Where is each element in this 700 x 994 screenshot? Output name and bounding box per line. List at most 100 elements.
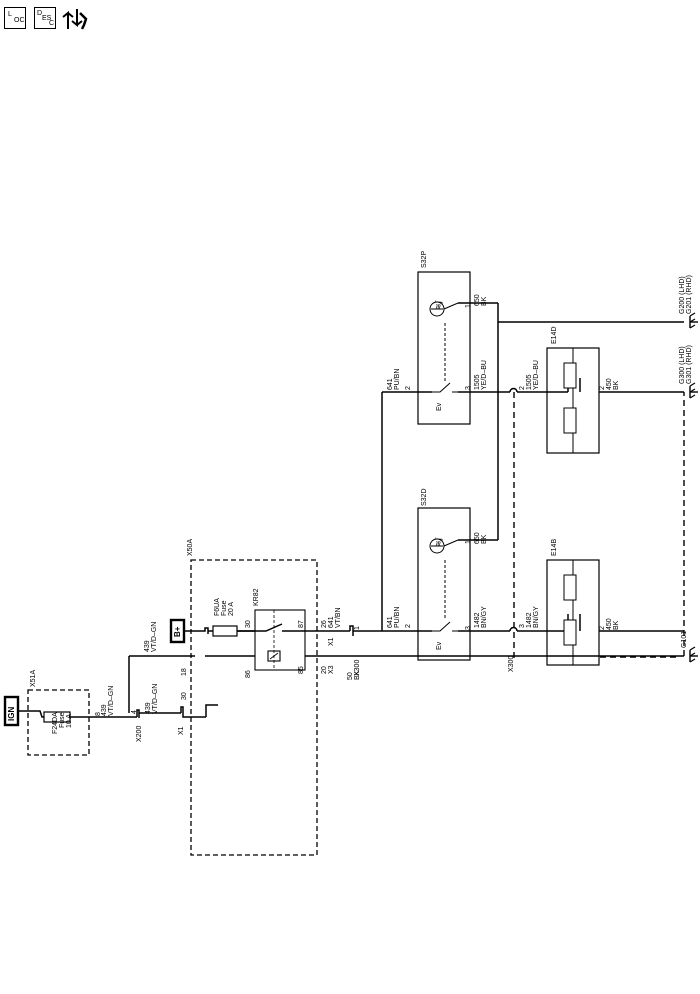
svg-text:VT/D–GN: VT/D–GN	[152, 684, 159, 714]
svg-text:641: 641	[387, 616, 394, 628]
svg-text:VT/BN: VT/BN	[335, 607, 342, 628]
svg-text:YE/D–BU: YE/D–BU	[481, 360, 488, 390]
svg-text:18: 18	[181, 668, 188, 676]
svg-text:F24DA: F24DA	[52, 712, 59, 734]
svg-text:PU/BN: PU/BN	[394, 369, 401, 390]
svg-text:1505: 1505	[474, 374, 481, 390]
svg-text:X200: X200	[136, 726, 143, 742]
svg-text:BN/GY: BN/GY	[481, 606, 488, 628]
svg-text:G101: G101	[681, 631, 688, 648]
ign-power-source: IGN	[3, 695, 20, 727]
svg-text:20: 20	[321, 666, 328, 674]
svg-text:1: 1	[465, 304, 472, 308]
svg-text:30: 30	[181, 692, 188, 700]
svg-text:X300: X300	[354, 660, 361, 676]
s32d-switch-outline	[417, 507, 471, 661]
heater-elements	[563, 348, 577, 665]
svg-text:X51A: X51A	[30, 670, 37, 687]
s32p-switch-symbol: Ev	[436, 402, 443, 411]
wires	[18, 302, 684, 718]
svg-text:439: 439	[144, 640, 151, 652]
svg-text:2: 2	[599, 626, 606, 630]
svg-text:641: 641	[387, 378, 394, 390]
svg-text:20 A: 20 A	[228, 602, 235, 616]
svg-text:G200 (LHD): G200 (LHD)	[679, 276, 686, 314]
svg-text:X300: X300	[508, 656, 515, 672]
svg-text:439: 439	[145, 702, 152, 714]
s32d-switch-symbol: Ev	[436, 641, 443, 650]
svg-text:X3: X3	[328, 665, 335, 674]
svg-text:BK: BK	[481, 296, 488, 306]
svg-text:50: 50	[347, 672, 354, 680]
svg-text:VT/D–GN: VT/D–GN	[151, 622, 158, 652]
dashed-links	[513, 392, 685, 660]
svg-text:B+: B+	[173, 626, 182, 637]
svg-text:KR82: KR82	[253, 588, 260, 606]
svg-text:G301 (RHD): G301 (RHD)	[686, 345, 693, 384]
svg-text:439: 439	[101, 704, 108, 716]
svg-text:BK: BK	[481, 534, 488, 544]
switch-contacts	[429, 301, 459, 632]
svg-text:1482: 1482	[526, 612, 533, 628]
s32p-switch-outline	[417, 271, 471, 425]
svg-text:10 A: 10 A	[66, 714, 73, 728]
svg-text:4: 4	[131, 710, 138, 714]
svg-text:BK: BK	[613, 620, 620, 630]
svg-text:E14B: E14B	[551, 539, 558, 556]
svg-text:YE/D–BU: YE/D–BU	[533, 360, 540, 390]
svg-text:26: 26	[321, 620, 328, 628]
svg-text:VT/D–GN: VT/D–GN	[108, 686, 115, 716]
svg-text:8: 8	[95, 712, 102, 716]
ground-g101	[689, 646, 699, 663]
x51a-fuse-block-outline	[27, 689, 90, 756]
svg-text:Fuse: Fuse	[221, 600, 228, 616]
svg-text:450: 450	[606, 618, 613, 630]
svg-text:BK: BK	[613, 380, 620, 390]
fuse-f24da	[43, 711, 71, 723]
svg-text:2: 2	[405, 624, 412, 628]
svg-text:G201 (RHD): G201 (RHD)	[686, 275, 693, 314]
svg-text:3: 3	[465, 626, 472, 630]
seat-heat-icon-passenger: ≋∫	[434, 300, 443, 310]
x50a-fuse-block-outline	[190, 559, 318, 856]
kr82-relay-outline	[254, 609, 306, 671]
labels: X51A F24DA Fuse 10 A 8 439 VT/D–GN X200 …	[30, 251, 693, 742]
ground-g300	[689, 382, 699, 399]
svg-text:X50A: X50A	[187, 539, 194, 556]
seat-heat-icon-driver: ≋∫	[434, 537, 443, 547]
svg-text:3: 3	[465, 386, 472, 390]
svg-text:85: 85	[298, 666, 305, 674]
svg-text:Fuse: Fuse	[59, 712, 66, 728]
svg-text:2: 2	[519, 386, 526, 390]
svg-text:87: 87	[298, 620, 305, 628]
svg-text:1: 1	[354, 626, 361, 630]
svg-text:X1: X1	[328, 637, 335, 646]
svg-text:650: 650	[474, 532, 481, 544]
ground-g200	[689, 312, 699, 329]
svg-text:S32D: S32D	[421, 488, 428, 506]
svg-text:1482: 1482	[474, 612, 481, 628]
battery-power-source: B+	[169, 618, 186, 644]
svg-text:BK: BK	[354, 670, 361, 680]
svg-text:450: 450	[606, 378, 613, 390]
svg-text:86: 86	[245, 670, 252, 678]
svg-text:E14D: E14D	[551, 326, 558, 344]
svg-text:F6UA: F6UA	[214, 598, 221, 616]
svg-text:G300 (LHD): G300 (LHD)	[679, 346, 686, 384]
svg-text:S32P: S32P	[421, 251, 428, 268]
svg-text:1505: 1505	[526, 374, 533, 390]
svg-text:650: 650	[474, 294, 481, 306]
svg-text:641: 641	[328, 616, 335, 628]
svg-text:2: 2	[599, 386, 606, 390]
svg-text:X1: X1	[178, 726, 185, 735]
svg-text:1: 1	[465, 540, 472, 544]
fuse-f6ua	[212, 625, 238, 637]
svg-text:BN/GY: BN/GY	[533, 606, 540, 628]
svg-text:30: 30	[245, 620, 252, 628]
connector-navigation-icon[interactable]	[60, 5, 90, 33]
svg-text:PU/BN: PU/BN	[394, 607, 401, 628]
